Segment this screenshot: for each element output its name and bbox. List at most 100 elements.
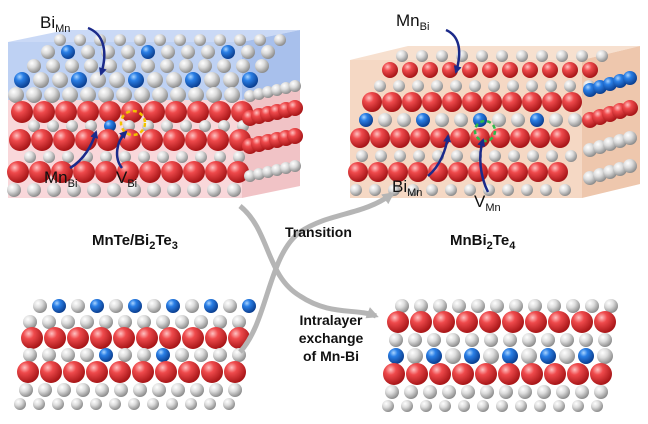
atom-red (402, 92, 422, 112)
atom-red (368, 162, 388, 182)
left-vacancy-marker (119, 109, 147, 137)
atom-red (456, 311, 478, 333)
atom-white (458, 400, 470, 412)
label-right-bi-mn: BiMn (392, 177, 422, 199)
atom-red (567, 363, 589, 385)
atom-white (528, 299, 542, 313)
atom-white (170, 87, 186, 103)
label-left-mn-bi: MnBi (44, 168, 77, 190)
atom-white (488, 80, 500, 92)
atom-white (223, 398, 235, 410)
atom-red (502, 92, 522, 112)
atom-white (185, 398, 197, 410)
atom-red (224, 361, 246, 383)
atom-white (465, 333, 479, 347)
atom-white (389, 333, 403, 347)
atom-blue (530, 113, 544, 127)
atom-white (623, 131, 637, 145)
atom-white (52, 398, 64, 410)
atom-white (426, 184, 438, 196)
atom-white (412, 80, 424, 92)
atom-white (565, 150, 577, 162)
atom-white (559, 348, 575, 364)
atom-white (480, 385, 494, 399)
atom-white (87, 183, 101, 197)
atom-blue (416, 113, 430, 127)
atom-white (598, 333, 612, 347)
atom-blue (242, 72, 258, 88)
atom-white (114, 383, 128, 397)
atom-red (429, 363, 451, 385)
atom-white (234, 34, 246, 46)
atom-white (427, 333, 441, 347)
atom-red (388, 162, 408, 182)
atom-white (179, 59, 193, 73)
atom-blue (359, 113, 373, 127)
atom-white (133, 383, 147, 397)
atom-red (51, 161, 73, 183)
atom-red (410, 128, 430, 148)
atom-red (73, 161, 95, 183)
atom-white (137, 315, 151, 329)
atom-white (127, 183, 141, 197)
atom-white (152, 383, 166, 397)
atom-red (382, 62, 398, 78)
label-right-v-mn: VMn (474, 192, 501, 214)
atom-white (594, 385, 608, 399)
atom-white (454, 113, 468, 127)
atom-white (187, 183, 201, 197)
atom-white (445, 348, 461, 364)
atom-white (122, 59, 136, 73)
atom-red (159, 327, 181, 349)
atom-white (7, 183, 21, 197)
atom-white (95, 383, 109, 397)
atom-red (139, 161, 161, 183)
atom-white (167, 183, 181, 197)
atom-red (287, 100, 303, 116)
atom-white (414, 299, 428, 313)
atom-white (435, 113, 449, 127)
atom-white (236, 59, 250, 73)
atom-white (107, 183, 121, 197)
atom-white (469, 80, 481, 92)
atom-white (483, 348, 499, 364)
atom-red (544, 363, 566, 385)
atom-white (356, 150, 368, 162)
atom-red (362, 92, 382, 112)
atom-white (181, 45, 195, 59)
atom-white (404, 385, 418, 399)
atom-white (526, 80, 538, 92)
atom-white (141, 59, 155, 73)
atom-red (370, 128, 390, 148)
atom-red (31, 129, 53, 151)
atom-red (63, 361, 85, 383)
atom-red (287, 128, 303, 144)
atom-white (23, 348, 37, 362)
atom-blue (578, 348, 594, 364)
atom-white (591, 400, 603, 412)
atom-white (350, 184, 362, 196)
atom-red (622, 100, 638, 116)
atom-white (382, 400, 394, 412)
atom-white (147, 299, 161, 313)
right-v-mn-pointer (477, 138, 490, 193)
atom-white (502, 184, 514, 196)
atom-white (476, 50, 488, 62)
atom-white (81, 45, 95, 59)
atom-white (71, 398, 83, 410)
atom-red (525, 311, 547, 333)
atom-red (136, 327, 158, 349)
atom-white (180, 120, 192, 132)
atom-white (154, 34, 166, 46)
atom-white (585, 299, 599, 313)
atom-red (482, 62, 498, 78)
atom-red (227, 161, 249, 183)
atom-white (123, 120, 135, 132)
atom-red (482, 92, 502, 112)
atom-red (9, 129, 31, 151)
label-left-v-bi: VBi (116, 168, 137, 190)
atom-white (171, 383, 185, 397)
atom-red (562, 92, 582, 112)
right-crystal-panel (348, 28, 640, 198)
atom-white (47, 120, 59, 132)
